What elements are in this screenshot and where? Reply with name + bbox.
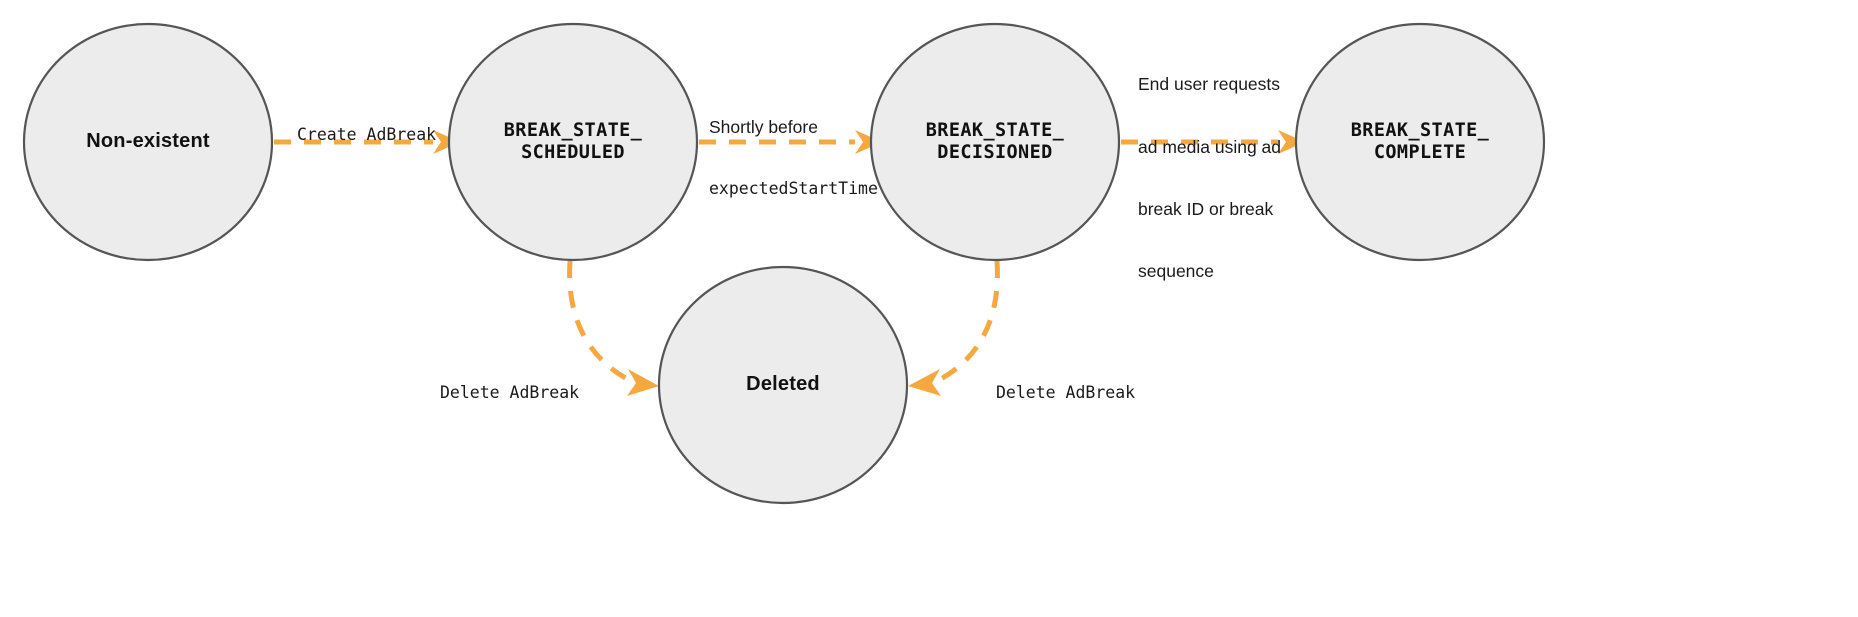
edge-delete-adbreak-from-decisioned[interactable] [908, 260, 1000, 396]
nodes-layer [22, 22, 1546, 505]
edges-layer [274, 130, 1305, 396]
node-break-state-complete[interactable] [1294, 22, 1546, 262]
edge-shortly-before-expected-start-time[interactable] [699, 130, 882, 154]
edge-create-adbreak[interactable] [274, 130, 460, 154]
edge-delete-adbreak-from-scheduled[interactable] [567, 260, 659, 396]
node-non-existent[interactable] [22, 22, 274, 262]
arrowhead-icon [855, 130, 882, 154]
arrowhead-icon [1278, 130, 1305, 154]
edge-end-user-requests-ad-media[interactable] [1121, 130, 1305, 154]
arrowhead-icon [627, 369, 659, 396]
node-break-state-decisioned[interactable] [869, 22, 1121, 262]
node-deleted[interactable] [657, 265, 909, 505]
edge-line [935, 260, 1000, 384]
node-break-state-scheduled[interactable] [447, 22, 699, 262]
edge-line [567, 260, 633, 384]
arrowhead-icon [908, 369, 941, 396]
arrowhead-icon [433, 130, 460, 154]
